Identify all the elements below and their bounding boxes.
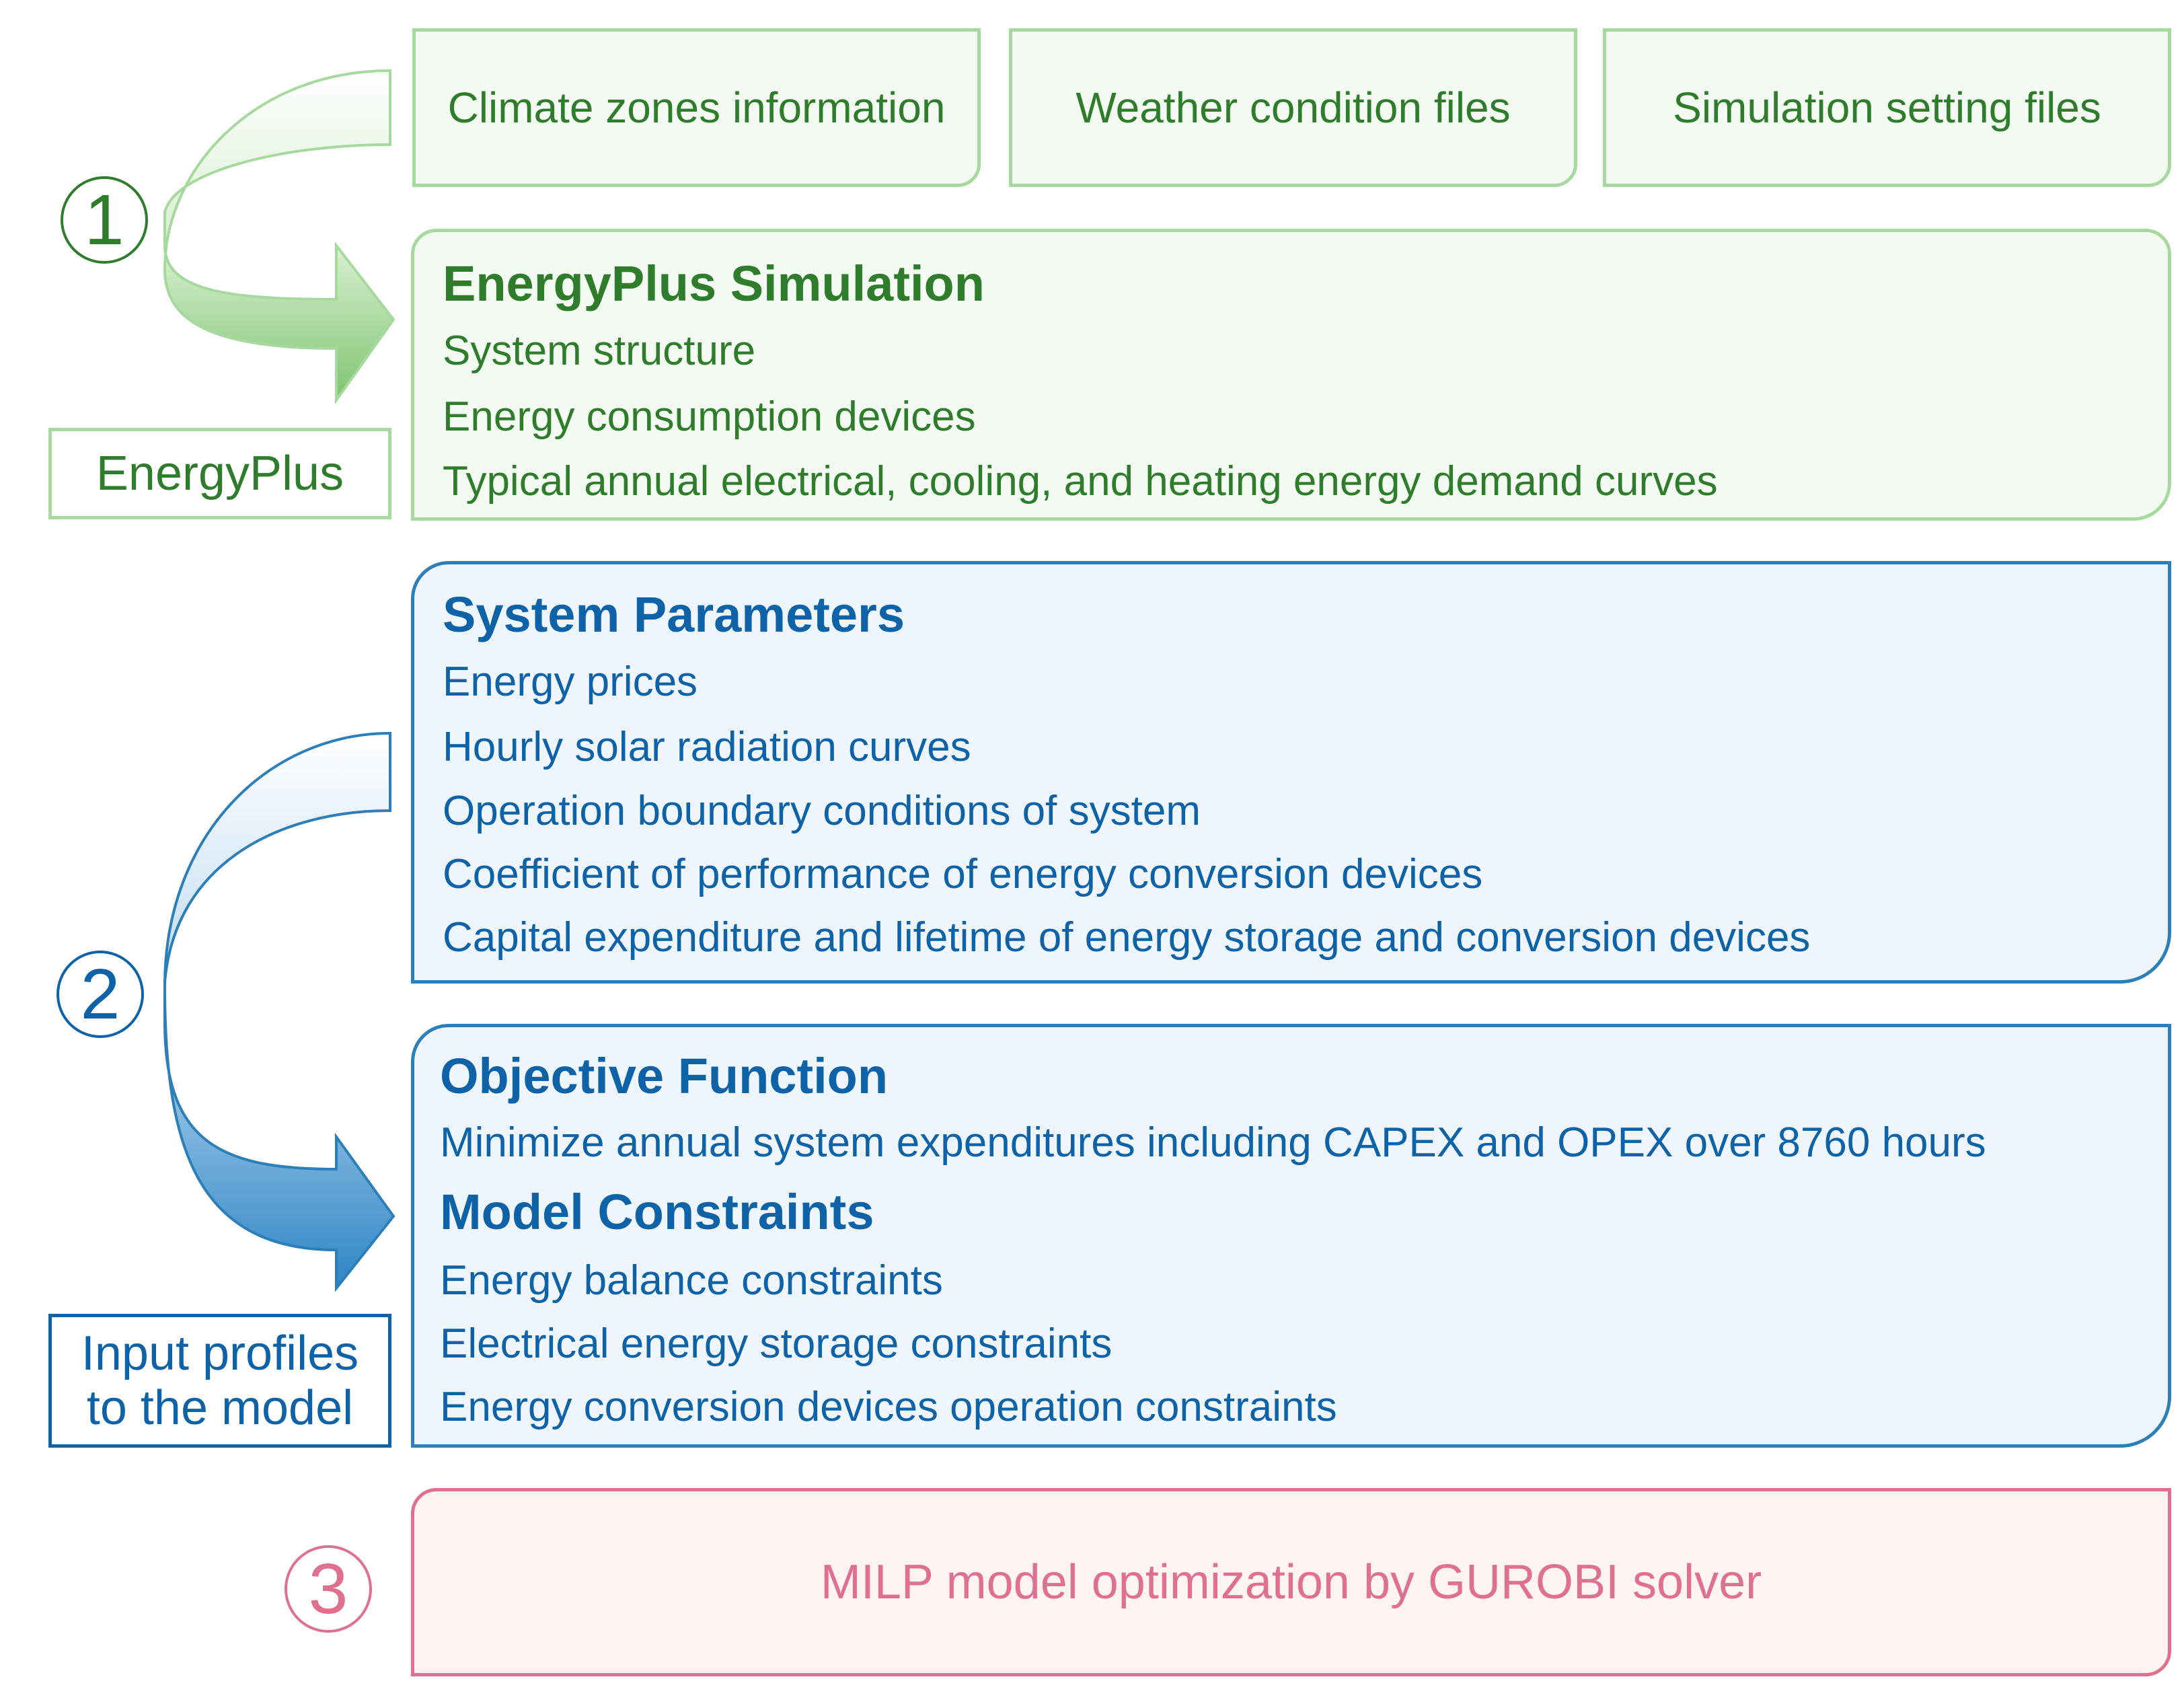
sim-item-system-structure: System structure (443, 328, 756, 374)
input-profiles-line-2: to the model (86, 1380, 354, 1435)
step-2-marker: ②2 (57, 951, 144, 1038)
simulation-settings-box: Simulation setting files (1603, 28, 2171, 187)
param-boundary-conditions: Operation boundary conditions of system (443, 788, 1201, 834)
constraint-energy-balance: Energy balance constraints (440, 1257, 943, 1304)
constraint-conversion-devices: Energy conversion devices operation cons… (440, 1384, 1337, 1430)
energyplus-label-box: EnergyPlus (48, 428, 391, 519)
system-parameters-box: System Parameters Energy prices Hourly s… (411, 561, 2171, 984)
energyplus-simulation-box: EnergyPlus Simulation System structure E… (411, 229, 2171, 521)
solver-box: MILP model optimization by GUROBI solver (411, 1488, 2171, 1676)
energyplus-label: EnergyPlus (96, 446, 344, 500)
arrow-inputs-to-model (163, 731, 396, 1292)
step-2-digit: 2 (80, 954, 120, 1034)
step-3-marker: ③3 (285, 1545, 372, 1633)
step-1-digit: 1 (84, 180, 124, 260)
weather-files-label: Weather condition files (1076, 83, 1511, 132)
param-solar-radiation: Hourly solar radiation curves (443, 724, 971, 770)
climate-zones-box: Climate zones information (412, 28, 981, 187)
step-1-marker: ①1 (61, 176, 148, 264)
input-profiles-label-box: Input profiles to the model (48, 1314, 391, 1448)
param-energy-prices: Energy prices (443, 659, 698, 705)
sim-item-consumption-devices: Energy consumption devices (443, 394, 976, 440)
climate-zones-label: Climate zones information (447, 83, 946, 132)
model-constraints-title: Model Constraints (440, 1184, 874, 1240)
objective-function-text: Minimize annual system expenditures incl… (440, 1119, 1986, 1166)
weather-files-box: Weather condition files (1009, 28, 1577, 187)
model-box: Objective Function Minimize annual syste… (411, 1024, 2171, 1448)
param-cop: Coefficient of performance of energy con… (443, 851, 1483, 897)
energyplus-simulation-title: EnergyPlus Simulation (443, 256, 985, 311)
param-capex-lifetime: Capital expenditure and lifetime of ener… (443, 914, 1811, 961)
simulation-settings-label: Simulation setting files (1673, 83, 2101, 132)
constraint-storage: Electrical energy storage constraints (440, 1321, 1113, 1367)
objective-function-title: Objective Function (440, 1048, 889, 1104)
system-parameters-title: System Parameters (443, 587, 905, 642)
arrow-energyplus-to-simulation (163, 69, 396, 405)
sim-item-demand-curves: Typical annual electrical, cooling, and … (443, 458, 1718, 505)
step-3-digit: 3 (308, 1549, 348, 1629)
solver-text: MILP model optimization by GUROBI solver (820, 1555, 1762, 1609)
input-profiles-line-1: Input profiles (81, 1326, 359, 1380)
